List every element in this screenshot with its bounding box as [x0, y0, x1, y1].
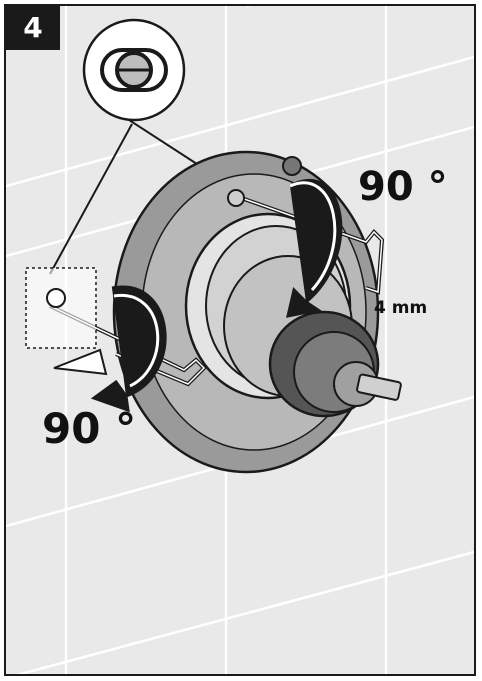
rotation-angle-label-bottom: 90 ° — [42, 404, 137, 453]
instruction-panel: 4 90 ° 90 ° 4 mm — [4, 4, 476, 676]
hex-key-size-label: 4 mm — [374, 298, 428, 318]
rotate-arrow-icon — [53, 178, 343, 413]
valve-cartridge — [268, 310, 402, 418]
rotation-angle-label-top: 90 ° — [358, 164, 448, 210]
assembly-illustration — [6, 6, 474, 674]
magnified-screw-head-icon — [82, 18, 186, 122]
hex-key-icon — [25, 189, 385, 387]
step-number-badge: 4 — [6, 6, 60, 50]
